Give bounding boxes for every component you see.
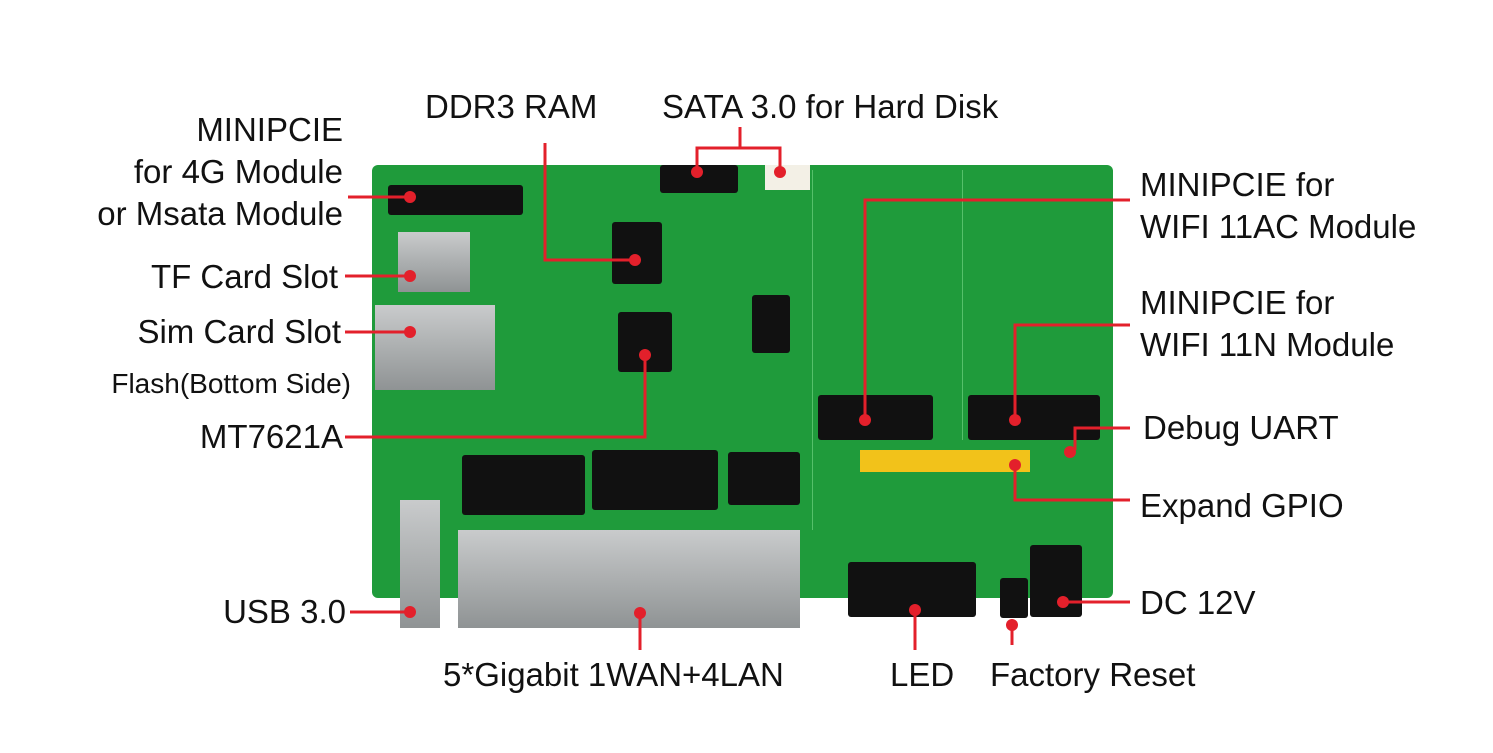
label-led: LED xyxy=(890,656,955,693)
label-usb: USB 3.0 xyxy=(223,593,346,630)
dc-jack xyxy=(1030,545,1082,617)
transformer xyxy=(728,452,800,505)
label-tf-card: TF Card Slot xyxy=(150,258,338,295)
label-ethernet: 5*Gigabit 1WAN+4LAN xyxy=(443,656,784,693)
pcb-board xyxy=(372,165,1113,598)
label-wifi-ac: MINIPCIE for WIFI 11AC Module xyxy=(1140,164,1416,248)
label-wifi-n: MINIPCIE for WIFI 11N Module xyxy=(1140,282,1394,366)
transformer xyxy=(592,450,718,510)
label-line: for 4G Module xyxy=(133,153,343,190)
label-debug-uart: Debug UART xyxy=(1143,409,1339,446)
board-divider xyxy=(812,170,813,530)
label-dc: DC 12V xyxy=(1140,584,1256,621)
label-sim-card: Sim Card Slot xyxy=(137,313,341,350)
reset-button xyxy=(1000,578,1028,618)
label-line: MINIPCIE for xyxy=(1140,166,1335,203)
label-factory-reset: Factory Reset xyxy=(990,656,1196,693)
label-ddr3: DDR3 RAM xyxy=(425,88,598,125)
transformer xyxy=(462,455,585,515)
sata-power-connector xyxy=(765,165,810,190)
label-expand-gpio: Expand GPIO xyxy=(1140,487,1344,524)
label-minipcie-4g: MINIPCIE for 4G Module or Msata Module xyxy=(97,109,343,235)
gpio-header xyxy=(860,450,1030,472)
board-divider xyxy=(962,170,963,440)
label-line: WIFI 11N Module xyxy=(1140,326,1395,363)
label-line: WIFI 11AC Module xyxy=(1140,208,1417,245)
chip xyxy=(752,295,790,353)
label-line: or Msata Module xyxy=(97,195,343,232)
label-sata: SATA 3.0 for Hard Disk xyxy=(662,88,999,125)
rj45-ethernet-block xyxy=(458,530,800,628)
minipcie-wifi-n-slot xyxy=(968,395,1100,440)
minipcie-wifi-ac-slot xyxy=(818,395,933,440)
ddr3-chip xyxy=(612,222,662,284)
sim-card-slot xyxy=(375,305,495,390)
label-mt7621a: MT7621A xyxy=(199,418,343,455)
label-flash: Flash(Bottom Side) xyxy=(111,368,351,399)
label-line: MINIPCIE for xyxy=(1140,284,1335,321)
usb-port xyxy=(400,500,440,628)
label-line: MINIPCIE xyxy=(196,111,343,148)
